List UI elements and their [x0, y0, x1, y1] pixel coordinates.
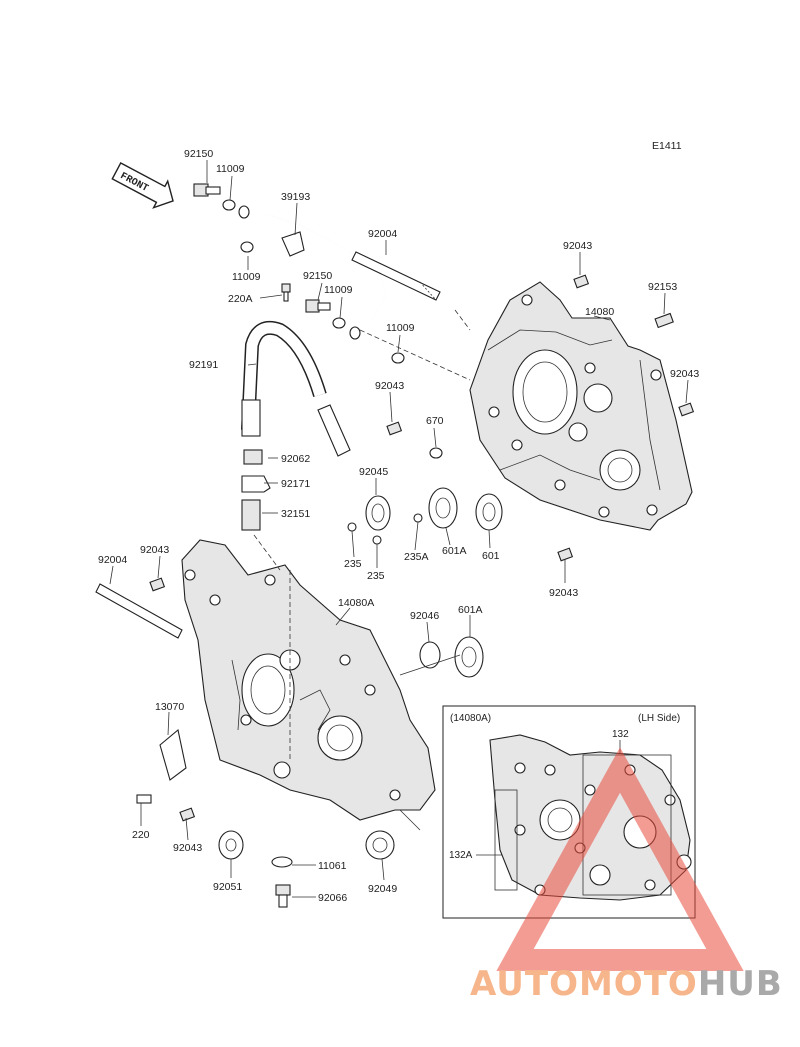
label-92150a: 92150: [184, 148, 213, 160]
watermark-logo: AUTOMOTOHUB: [470, 747, 783, 1004]
label-92191: 92191: [189, 359, 218, 371]
label-11061: 11061: [318, 860, 347, 872]
label-92046: 92046: [410, 610, 439, 622]
stud-bolt-upper: [351, 251, 441, 301]
label-601: 601: [482, 550, 500, 562]
label-92051: 92051: [213, 881, 242, 893]
label-92004a: 92004: [368, 228, 397, 240]
label-11009b: 11009: [232, 271, 261, 283]
label-92150b: 92150: [303, 270, 332, 282]
label-32151: 32151: [281, 508, 310, 520]
label-92062: 92062: [281, 453, 310, 465]
inset-callout-132: 132: [612, 729, 629, 740]
label-601A-b: 601A: [458, 604, 483, 616]
part-labels: 92150 11009 39193 11009 220A 92150 11009…: [98, 148, 699, 904]
label-220A: 220A: [228, 293, 253, 305]
label-92153: 92153: [648, 281, 677, 293]
label-235a: 235: [344, 558, 362, 570]
label-92004b: 92004: [98, 554, 127, 566]
label-13070: 13070: [155, 701, 184, 713]
label-235A: 235A: [404, 551, 429, 563]
inset-title: (14080A): [450, 713, 491, 724]
label-601A: 601A: [442, 545, 467, 557]
small-parts-left: [95, 577, 484, 908]
label-92171: 92171: [281, 478, 310, 490]
small-parts-right: [347, 274, 695, 562]
label-92043d: 92043: [549, 587, 578, 599]
label-220: 220: [132, 829, 150, 841]
label-39193: 39193: [281, 191, 310, 203]
label-14080A: 14080A: [338, 597, 374, 609]
label-92043b: 92043: [670, 368, 699, 380]
breather-hose: [241, 320, 351, 531]
label-11009a: 11009: [216, 163, 245, 175]
watermark-text-part1: AUTOMOTOHUB: [470, 964, 783, 1004]
label-92043e: 92043: [140, 544, 169, 556]
leader-lines: [109, 160, 689, 898]
label-235b: 235: [367, 570, 385, 582]
label-92066: 92066: [318, 892, 347, 904]
label-92043c: 92043: [375, 380, 404, 392]
right-crankcase-half: [469, 281, 693, 531]
label-92045: 92045: [359, 466, 388, 478]
label-14080: 14080: [585, 306, 614, 318]
diagram-code: E1411: [652, 140, 682, 152]
label-670: 670: [426, 415, 444, 427]
label-11009c: 11009: [324, 284, 353, 296]
front-arrow-icon: FRONT: [111, 162, 174, 209]
left-crankcase-half: [181, 539, 436, 821]
oil-pipe-assembly: [193, 183, 405, 364]
inset-side: (LH Side): [638, 713, 680, 724]
label-11009d: 11009: [386, 322, 415, 334]
label-92049: 92049: [368, 883, 397, 895]
inset-lh-side: (14080A) (LH Side) 132 132A: [442, 705, 696, 919]
label-92043f: 92043: [173, 842, 202, 854]
inset-callout-132A: 132A: [449, 850, 473, 861]
label-92043a: 92043: [563, 240, 592, 252]
